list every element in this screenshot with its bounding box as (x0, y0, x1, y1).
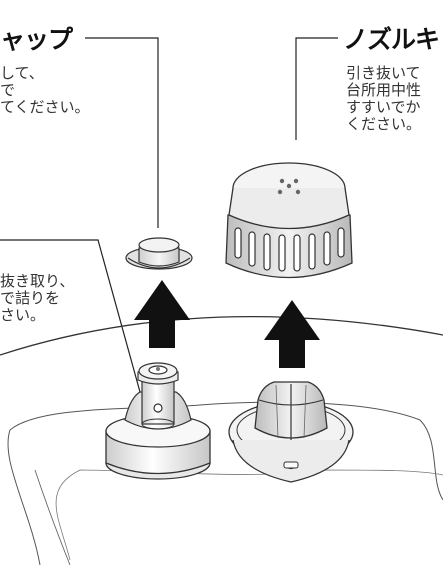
valve-callout-line-3: さい。 (0, 306, 46, 324)
cap-up-arrow (134, 280, 190, 348)
nozzle-up-arrow (264, 300, 320, 368)
nozzle-callout-title: ノズルキ (343, 25, 440, 54)
nozzle-callout-line-4: ください。 (346, 115, 422, 133)
lid-base-contour (55, 469, 443, 561)
valve-callout-line-1: 抜き取り、 (0, 272, 75, 290)
nozzle-callout-line-1: 引き抜いて (346, 64, 421, 82)
nozzle-callout-line-3: すすいでか (346, 98, 421, 116)
nozzle-leader-line (295, 37, 338, 140)
nozzle-cap (225, 162, 353, 279)
cap-callout-line-3: てください。 (0, 98, 90, 116)
valve-callout-line-2: で詰りを (0, 289, 61, 307)
valve-leader-line (0, 239, 141, 393)
lid-inner-contour (7, 401, 443, 565)
nozzle-callout-line-2: 台所用中性 (346, 81, 422, 99)
nozzle-base (228, 381, 354, 483)
cap-leader-line (85, 37, 159, 228)
cap-callout-line-1: して、 (0, 64, 44, 82)
cap-callout-title: ャップ (0, 25, 73, 54)
lid-outer-edge (0, 315, 443, 356)
cap-callout-line-2: で (0, 81, 16, 99)
small-cap (125, 237, 193, 270)
valve-base (105, 362, 211, 480)
